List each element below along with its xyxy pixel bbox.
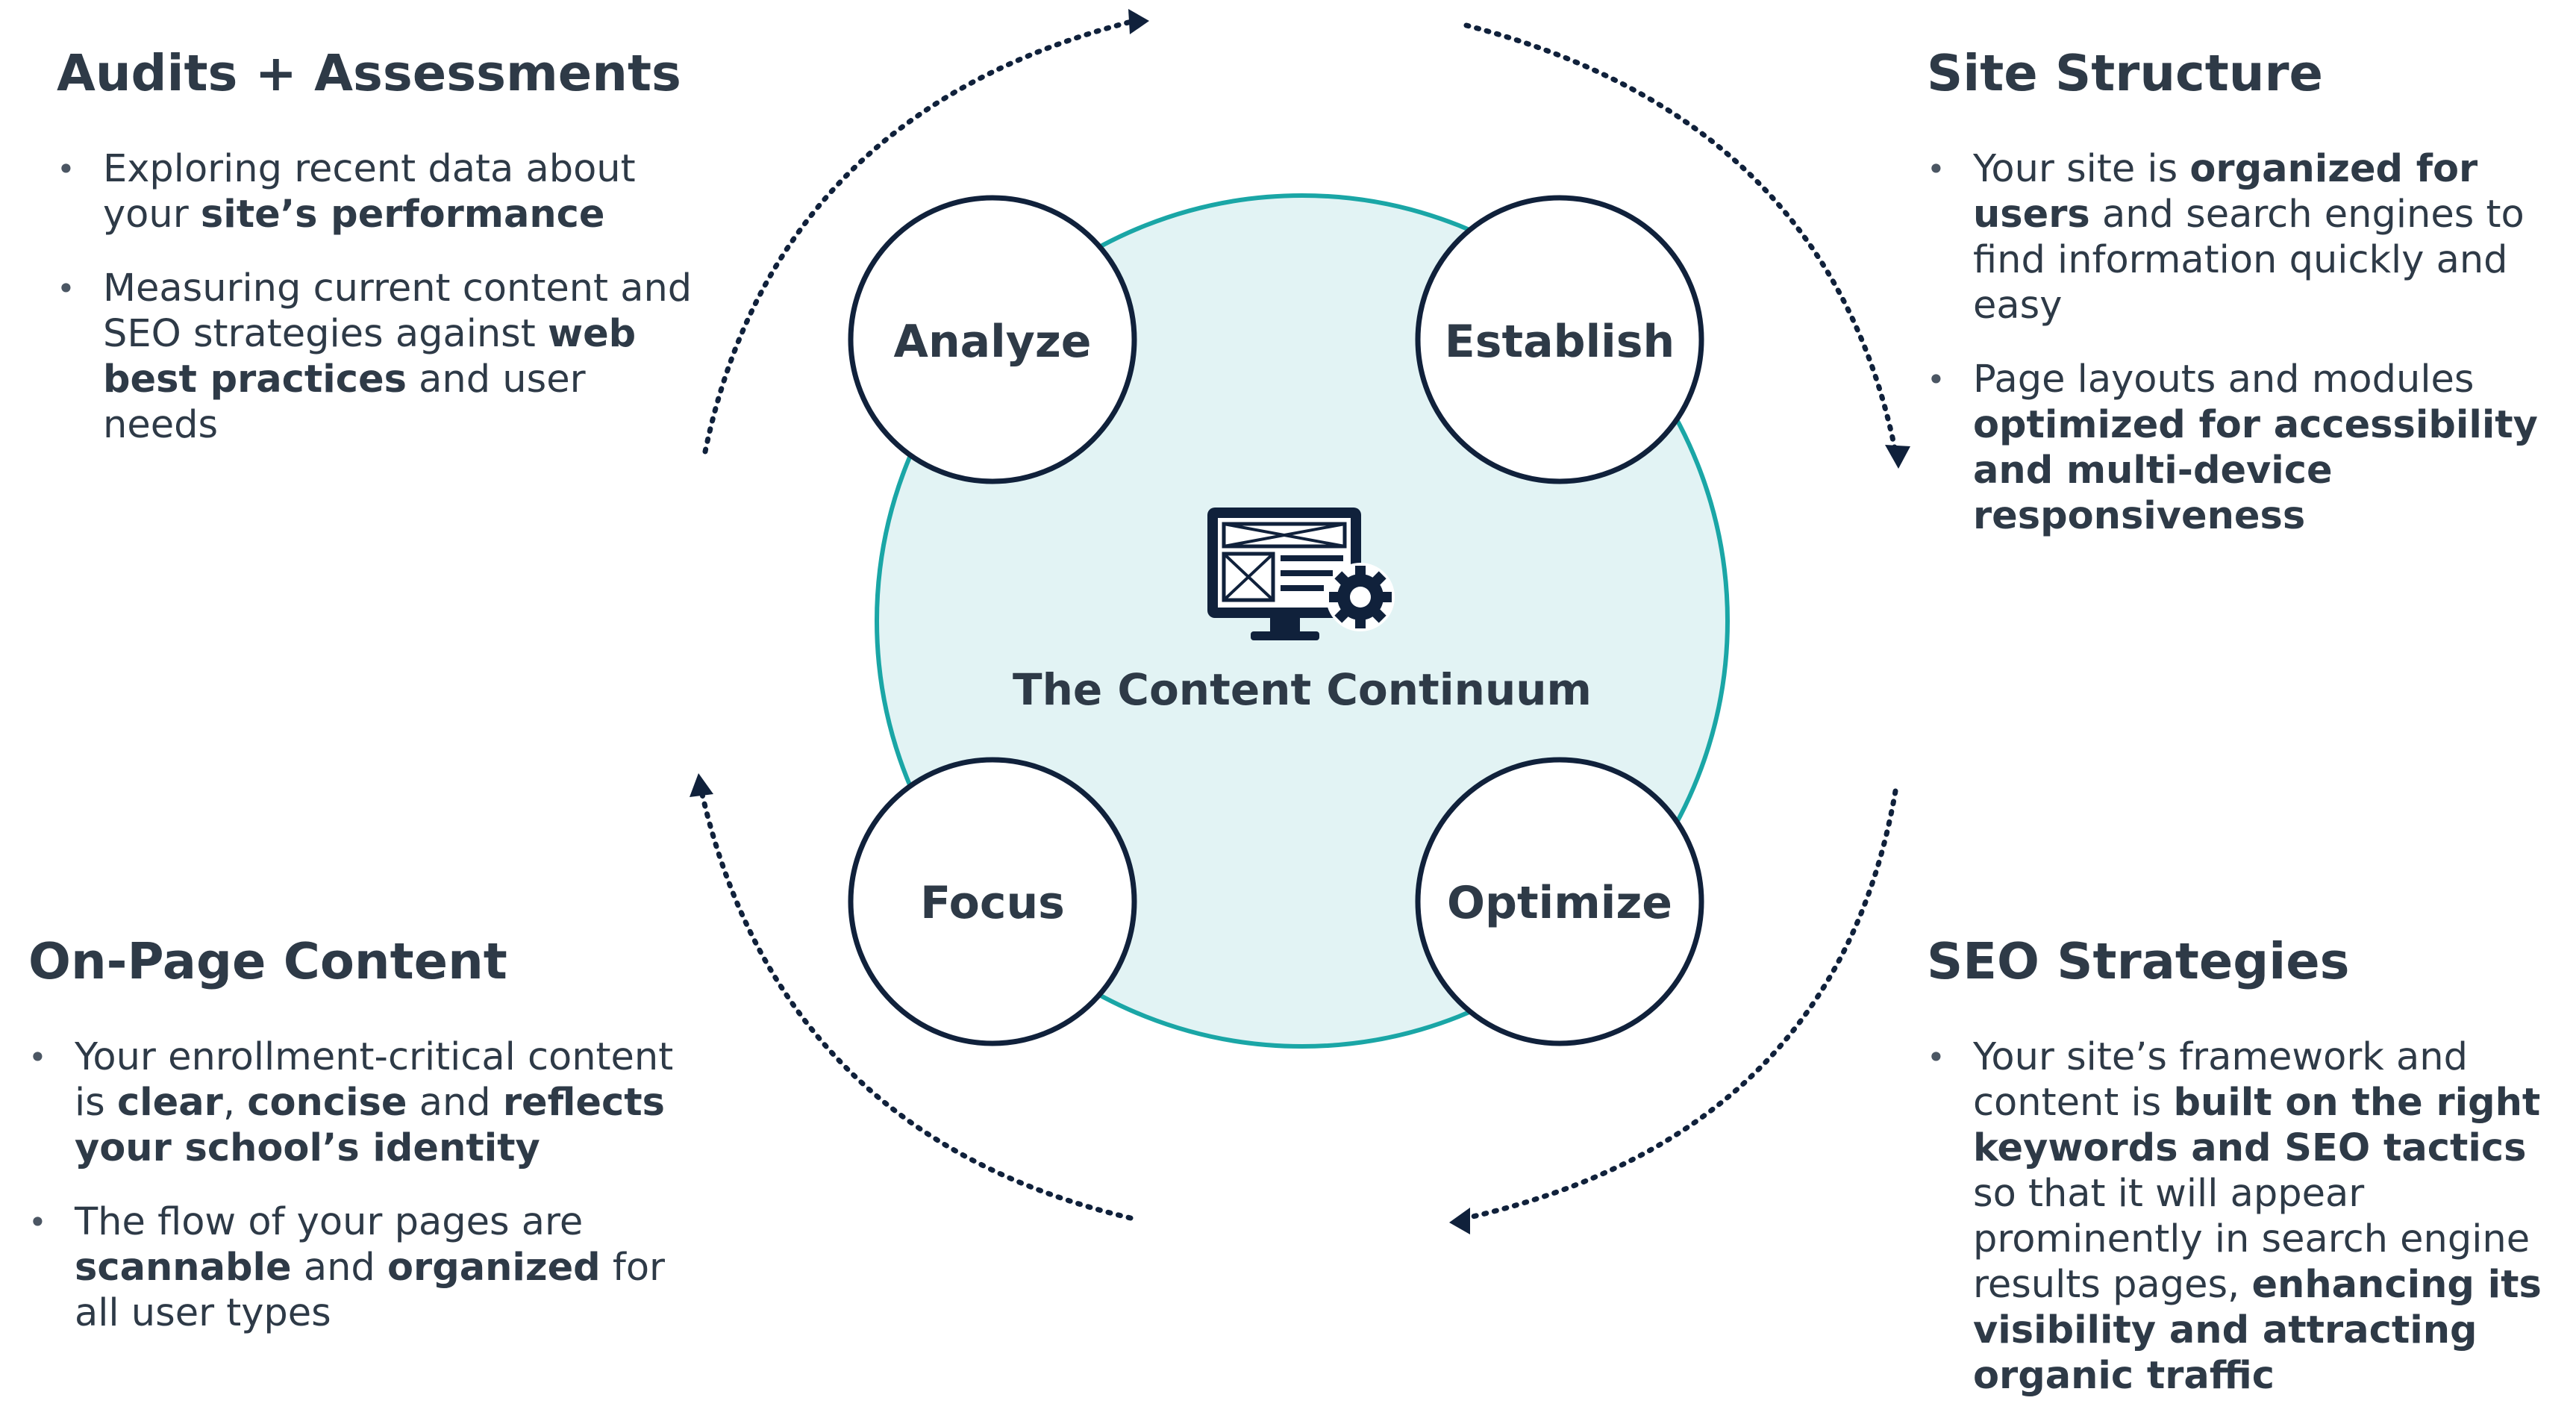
bullet-item: • Page layouts and modules optimized for … <box>1927 357 2554 539</box>
bullet-text: The flow of your pages are <box>75 1199 584 1244</box>
bullet-item: • Exploring recent data about your site’s… <box>57 146 698 237</box>
bullet-list: • Your site is organized for users and se… <box>1927 146 2554 539</box>
panel-seo-strategies: SEO Strategies • Your site’s framework an… <box>1927 934 2554 1427</box>
bullet-dot-icon: • <box>28 1038 47 1075</box>
bullet-emphasis: enhancing its visibility and attracting … <box>1973 1262 2542 1398</box>
bullet-dot-icon: • <box>57 269 75 307</box>
bullet-list: • Your site’s framework and content is bu… <box>1927 1034 2554 1399</box>
stage-establish: Establish <box>1415 195 1704 484</box>
bullet-list: • Your enrollment-critical content is cle… <box>28 1034 700 1336</box>
arrow-bottom-left <box>698 788 1134 1221</box>
bullet-emphasis: clear <box>116 1080 223 1125</box>
bullet-emphasis: built on the right keywords and SEO tact… <box>1973 1080 2541 1170</box>
bullet-dot-icon: • <box>1927 150 1945 187</box>
panel-on-page-content: On-Page Content • Your enrollment-critica… <box>28 934 700 1364</box>
bullet-dot-icon: • <box>57 150 75 187</box>
stage-optimize: Optimize <box>1415 757 1704 1046</box>
arrowhead-top-left <box>1128 9 1149 34</box>
bullet-text: Your site’s framework and content is <box>1973 1034 2468 1125</box>
bullet-item: • Measuring current content and SEO strat… <box>57 266 698 448</box>
stage-optimize-label: Optimize <box>1447 877 1672 929</box>
panel-title: On-Page Content <box>28 932 507 990</box>
panel-title: SEO Strategies <box>1927 932 2350 990</box>
bullet-text: Exploring recent data about your <box>103 146 636 237</box>
bullet-emphasis: web best practices <box>103 311 637 402</box>
stage-focus-label: Focus <box>920 877 1065 929</box>
arrow-top-right <box>1463 22 1898 455</box>
bullet-emphasis: reflects your school’s identity <box>75 1080 665 1170</box>
bullet-text: Page layouts and modules <box>1973 357 2475 402</box>
cycle-arrows <box>698 18 1898 1221</box>
bullet-emphasis: optimized for accessibility and multi-de… <box>1973 402 2538 538</box>
arrowhead-top-right <box>1885 445 1910 469</box>
bullet-text: Your enrollment-critical content is <box>75 1034 674 1125</box>
bullet-text: and search engines to find information q… <box>1973 192 2525 328</box>
bullet-text: so that it will appear prominently in se… <box>1973 1171 2530 1307</box>
monitor-with-gear-icon <box>1207 508 1395 640</box>
bullet-text: Your site is <box>1973 146 2190 191</box>
bullet-dot-icon: • <box>28 1203 47 1240</box>
bullet-item: • Your site is organized for users and se… <box>1927 146 2554 328</box>
panel-title: Audits + Assessments <box>57 44 681 102</box>
stage-analyze-label: Analyze <box>894 316 1092 368</box>
diagram-title: The Content Continuum <box>1013 664 1592 715</box>
bullet-text: , <box>222 1080 248 1125</box>
bullet-emphasis: organized for users <box>1973 146 2478 237</box>
arrowheads <box>690 9 1910 1234</box>
bullet-dot-icon: • <box>1927 360 1945 398</box>
bullet-item: • Your enrollment-critical content is cle… <box>28 1034 700 1171</box>
stage-establish-label: Establish <box>1445 316 1675 368</box>
bullet-item: • Your site’s framework and content is bu… <box>1927 1034 2554 1399</box>
arrowhead-bottom-left <box>690 773 713 797</box>
arrowhead-bottom-right <box>1449 1208 1470 1234</box>
bullet-emphasis: concise <box>247 1080 407 1125</box>
panel-title: Site Structure <box>1927 44 2323 102</box>
arrow-bottom-right <box>1463 788 1898 1221</box>
bullet-list: • Exploring recent data about your site’s… <box>57 146 698 448</box>
bullet-emphasis: site’s performance <box>200 192 605 237</box>
arrow-top-left <box>702 18 1137 455</box>
bullet-text: and <box>407 1080 503 1125</box>
content-continuum-diagram: Analyze Establish Focus Optimize <box>690 9 1910 1234</box>
bullet-emphasis: scannable <box>75 1245 292 1290</box>
bullet-text: and user needs <box>103 357 586 447</box>
bullet-dot-icon: • <box>1927 1038 1945 1075</box>
panel-audits-assessments: Audits + Assessments • Exploring recent d… <box>57 46 698 476</box>
panel-site-structure: Site Structure • Your site is organized f… <box>1927 46 2554 567</box>
bullet-text: for all user types <box>75 1245 666 1335</box>
bullet-item: • The flow of your pages are scannable an… <box>28 1199 700 1336</box>
bullet-text: and <box>291 1245 387 1290</box>
stage-analyze: Analyze <box>848 195 1137 484</box>
bullet-text: Measuring current content and SEO strate… <box>103 266 693 356</box>
stage-focus: Focus <box>848 757 1137 1046</box>
bullet-emphasis: organized <box>387 1245 601 1290</box>
